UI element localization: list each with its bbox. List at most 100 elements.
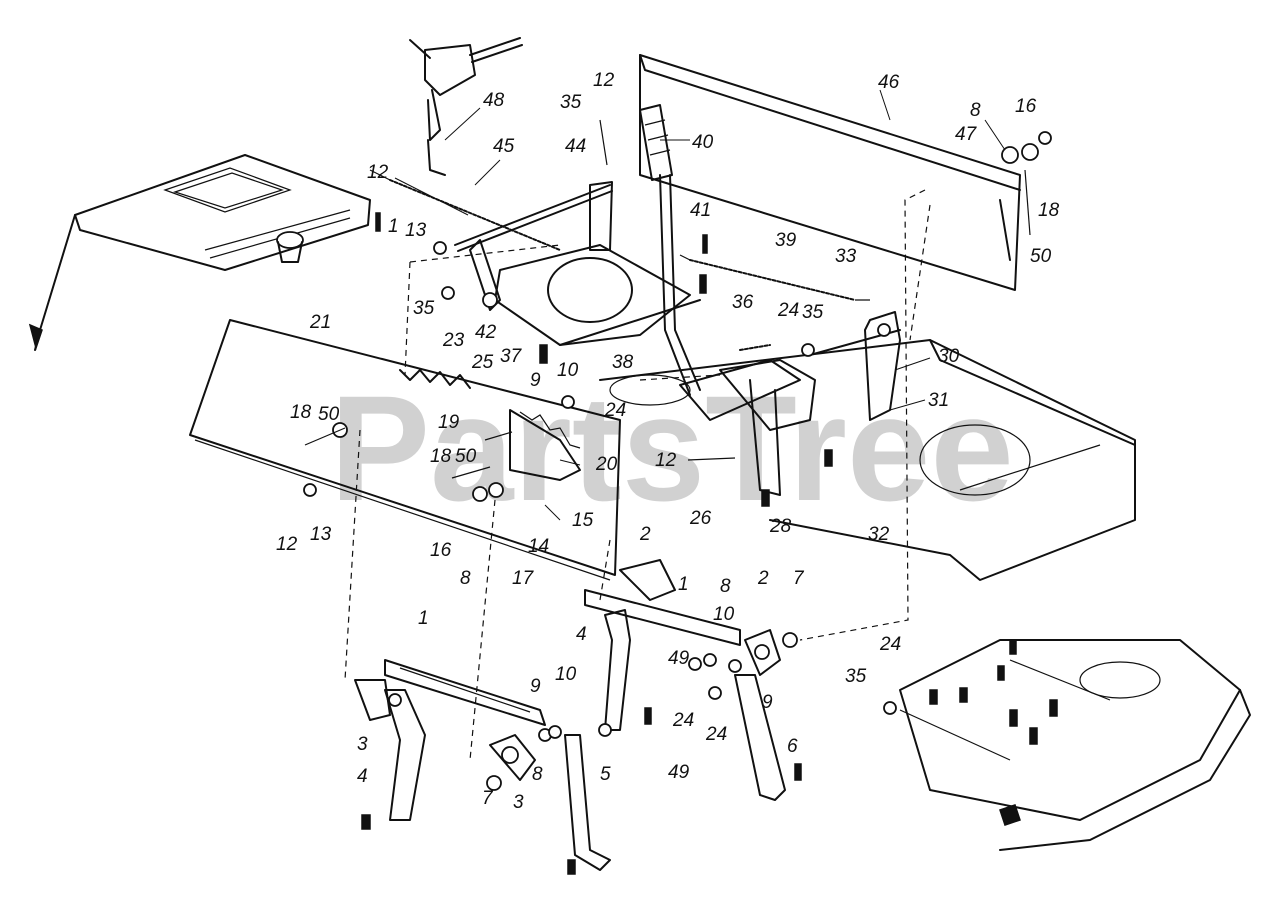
callout-37: 37: [500, 346, 523, 367]
callout-16-left: 16: [430, 540, 452, 561]
bracket-2-right: [744, 629, 781, 676]
callout-9-top: 9: [530, 370, 541, 391]
frame-body: [599, 339, 1136, 581]
callout-6: 6: [787, 736, 798, 757]
watermark: PartsTree: [330, 364, 1014, 532]
callout-18-mid: 18: [430, 446, 452, 467]
bracket-2-top: [619, 559, 676, 601]
callout-41: 41: [690, 200, 711, 221]
lift-bracket-37: [469, 181, 701, 346]
callouts: 48 35 12 45 44 12 13 40 41 46 8 47 16 18…: [276, 70, 1060, 813]
callout-35-right: 35: [802, 302, 824, 323]
callout-14: 14: [528, 536, 549, 557]
callout-3-left: 3: [357, 734, 368, 755]
callout-8-right: 8: [720, 576, 731, 597]
callout-50-mid: 50: [455, 446, 477, 467]
callout-25: 25: [471, 352, 494, 373]
lift-link-1-right: [584, 589, 741, 646]
bracket-28: [719, 344, 816, 496]
callout-24-top: 24: [777, 300, 799, 321]
callout-8-top: 8: [970, 100, 981, 121]
callout-5: 5: [600, 764, 611, 785]
callout-13-left: 13: [310, 524, 332, 545]
assembly-guide-lines: [344, 189, 931, 761]
callout-45: 45: [493, 136, 515, 157]
callout-1-right: 1: [678, 574, 689, 595]
callout-24-deck: 24: [879, 634, 901, 655]
callout-8-bottom: 8: [532, 764, 543, 785]
callout-10-right: 10: [713, 604, 735, 625]
callout-33: 33: [835, 246, 857, 267]
callout-42: 42: [475, 322, 497, 343]
mower-deck: [899, 639, 1251, 851]
lift-arm-4-left: [384, 689, 426, 821]
callout-2-right: 2: [757, 568, 769, 589]
callout-24-mid: 24: [604, 400, 626, 421]
callout-4-right: 4: [576, 624, 587, 645]
callout-38: 38: [612, 352, 634, 373]
callout-35-top: 35: [560, 92, 582, 113]
callout-9-left: 9: [530, 676, 541, 697]
floor-panel: [28, 154, 371, 351]
callout-21: 21: [309, 312, 331, 333]
callout-44: 44: [565, 136, 586, 157]
callout-18-top: 18: [1038, 200, 1060, 221]
callout-12-mid: 12: [655, 450, 677, 471]
callout-24-low: 24: [672, 710, 694, 731]
callout-13-top: 13: [405, 220, 427, 241]
rod-44: [454, 184, 613, 252]
callout-9-right: 9: [762, 692, 773, 713]
callout-48: 48: [483, 90, 505, 111]
callout-31: 31: [928, 390, 949, 411]
callout-49-bottom: 49: [668, 762, 690, 783]
callout-36: 36: [732, 292, 754, 313]
callout-7-right: 7: [793, 568, 805, 589]
lift-arm-4-right: [604, 609, 631, 731]
lift-link-1-left: [384, 659, 546, 726]
callout-47: 47: [955, 124, 978, 145]
callout-12-top: 12: [593, 70, 615, 91]
quadrant-20: [509, 409, 581, 481]
callout-35-deck: 35: [845, 666, 867, 687]
callout-46: 46: [878, 72, 900, 93]
callout-49-top: 49: [668, 648, 690, 669]
callout-4-left: 4: [357, 766, 368, 787]
callout-12-left: 12: [367, 162, 389, 183]
callout-32: 32: [868, 524, 890, 545]
callout-1-floor: 1: [388, 216, 399, 237]
callout-8-left: 8: [460, 568, 471, 589]
steering-column: [409, 37, 523, 176]
callout-3-bottom: 3: [513, 792, 524, 813]
callout-39: 39: [775, 230, 797, 251]
callout-7-bottom: 7: [482, 788, 494, 809]
callout-20: 20: [595, 454, 618, 475]
callout-15: 15: [572, 510, 594, 531]
callout-50-left: 50: [318, 404, 340, 425]
callout-16-top: 16: [1015, 96, 1037, 117]
callout-24-low-right: 24: [705, 724, 727, 745]
callout-2-top: 2: [639, 524, 651, 545]
frame-panel-21: [189, 319, 621, 581]
callout-12-left-bottom: 12: [276, 534, 298, 555]
callout-18-left: 18: [290, 402, 312, 423]
seat-pan-46: [639, 54, 1021, 291]
callout-26: 26: [689, 508, 712, 529]
callout-10-top: 10: [557, 360, 579, 381]
leader-lines: [394, 89, 1006, 521]
callout-17: 17: [512, 568, 535, 589]
lift-arm-6: [734, 674, 786, 801]
lift-lever: [639, 104, 801, 421]
lift-arm-5: [564, 734, 611, 871]
fasteners: [303, 119, 1058, 875]
bracket-3-left: [354, 679, 391, 721]
bracket-3-center: [489, 734, 536, 781]
callout-23: 23: [442, 330, 465, 351]
callout-1-left: 1: [418, 608, 429, 629]
callout-40: 40: [692, 132, 714, 153]
spring-39: [679, 254, 870, 301]
callout-10-left: 10: [555, 664, 577, 685]
callout-35-left: 35: [413, 298, 435, 319]
callout-50-top: 50: [1030, 246, 1052, 267]
spring-45: [369, 169, 561, 251]
